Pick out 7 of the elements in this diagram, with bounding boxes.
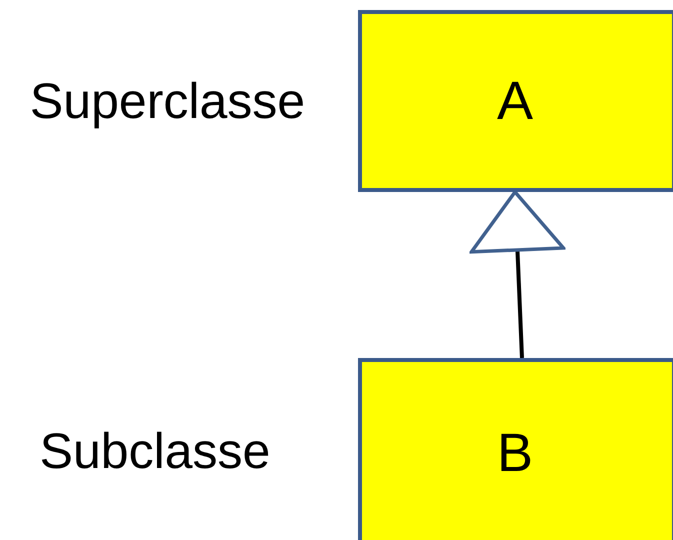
class-name: A [496,74,534,128]
class-box [358,358,673,540]
class-name: B [496,426,534,480]
class-box [358,10,673,192]
class-role-label: Subclasse [40,422,270,481]
inheritance-arrow [470,190,566,358]
class-role-label: Superclasse [30,72,306,131]
